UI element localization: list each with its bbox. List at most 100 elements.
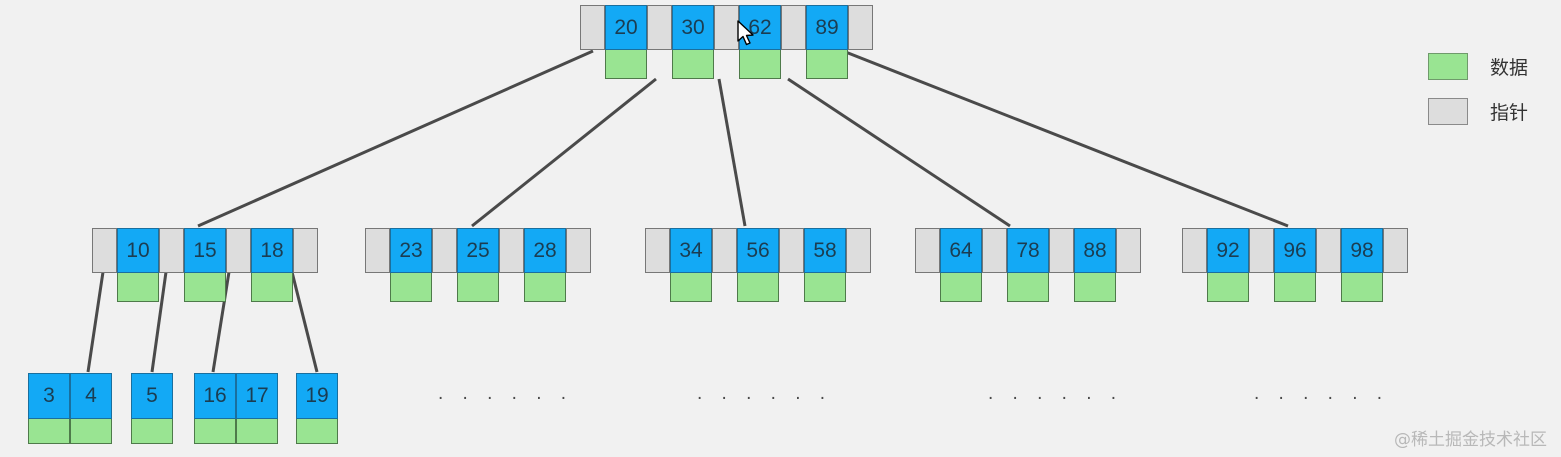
pointer-cell[interactable] — [1116, 228, 1141, 273]
node5-pointer-slot-1[interactable] — [1249, 228, 1274, 302]
data-cell[interactable] — [804, 273, 846, 302]
leaf-node-1[interactable]: 3 4 — [28, 373, 112, 444]
leaf-node-4[interactable]: 19 — [296, 373, 338, 444]
root-key-slot-3[interactable]: 89 — [806, 5, 848, 79]
leaf3-slot-1[interactable]: 17 — [236, 373, 278, 444]
leaf2-slot-0[interactable]: 5 — [131, 373, 173, 444]
key-cell[interactable]: 58 — [804, 228, 846, 273]
node3-key-slot-0[interactable]: 34 — [670, 228, 712, 302]
pointer-cell[interactable] — [915, 228, 940, 273]
key-cell[interactable]: 19 — [296, 373, 338, 419]
node5-pointer-slot-0[interactable] — [1182, 228, 1207, 302]
node5-key-slot-2[interactable]: 98 — [1341, 228, 1383, 302]
leaf-node-3[interactable]: 16 17 — [194, 373, 278, 444]
data-cell[interactable] — [806, 50, 848, 79]
data-cell[interactable] — [457, 273, 499, 302]
pointer-cell[interactable] — [781, 5, 806, 50]
node4-pointer-slot-3[interactable] — [1116, 228, 1141, 302]
node4-key-slot-1[interactable]: 78 — [1007, 228, 1049, 302]
key-cell[interactable]: 30 — [672, 5, 714, 50]
leaf1-slot-0[interactable]: 3 — [28, 373, 70, 444]
pointer-cell[interactable] — [1049, 228, 1074, 273]
node3-pointer-slot-3[interactable] — [846, 228, 871, 302]
data-cell[interactable] — [251, 273, 293, 302]
node2-key-slot-1[interactable]: 25 — [457, 228, 499, 302]
pointer-cell[interactable] — [1316, 228, 1341, 273]
key-cell[interactable]: 5 — [131, 373, 173, 419]
pointer-cell[interactable] — [499, 228, 524, 273]
data-cell[interactable] — [739, 50, 781, 79]
pointer-cell[interactable] — [982, 228, 1007, 273]
node3-pointer-slot-1[interactable] — [712, 228, 737, 302]
pointer-cell[interactable] — [645, 228, 670, 273]
data-cell[interactable] — [1274, 273, 1316, 302]
pointer-cell[interactable] — [92, 228, 117, 273]
key-cell[interactable]: 3 — [28, 373, 70, 419]
node1-key-slot-0[interactable]: 10 — [117, 228, 159, 302]
node2-key-slot-0[interactable]: 23 — [390, 228, 432, 302]
node4-pointer-slot-1[interactable] — [982, 228, 1007, 302]
node2-pointer-slot-0[interactable] — [365, 228, 390, 302]
node1-key-slot-2[interactable]: 18 — [251, 228, 293, 302]
data-cell[interactable] — [131, 419, 173, 444]
pointer-cell[interactable] — [647, 5, 672, 50]
pointer-cell[interactable] — [1383, 228, 1408, 273]
node4-pointer-slot-0[interactable] — [915, 228, 940, 302]
root-pointer-slot-0[interactable] — [580, 5, 605, 79]
key-cell[interactable]: 96 — [1274, 228, 1316, 273]
pointer-cell[interactable] — [226, 228, 251, 273]
data-cell[interactable] — [1341, 273, 1383, 302]
internal-node-1[interactable]: 10 15 18 — [92, 228, 318, 302]
key-cell[interactable]: 4 — [70, 373, 112, 419]
root-key-slot-2[interactable]: 62 — [739, 5, 781, 79]
data-cell[interactable] — [672, 50, 714, 79]
key-cell[interactable]: 25 — [457, 228, 499, 273]
data-cell[interactable] — [605, 50, 647, 79]
key-cell[interactable]: 88 — [1074, 228, 1116, 273]
data-cell[interactable] — [737, 273, 779, 302]
root-pointer-slot-4[interactable] — [848, 5, 873, 79]
data-cell[interactable] — [1007, 273, 1049, 302]
node4-pointer-slot-2[interactable] — [1049, 228, 1074, 302]
root-key-slot-0[interactable]: 20 — [605, 5, 647, 79]
root-pointer-slot-3[interactable] — [781, 5, 806, 79]
leaf4-slot-0[interactable]: 19 — [296, 373, 338, 444]
pointer-cell[interactable] — [159, 228, 184, 273]
node3-pointer-slot-2[interactable] — [779, 228, 804, 302]
pointer-cell[interactable] — [848, 5, 873, 50]
key-cell[interactable]: 10 — [117, 228, 159, 273]
node2-pointer-slot-2[interactable] — [499, 228, 524, 302]
data-cell[interactable] — [28, 419, 70, 444]
pointer-cell[interactable] — [779, 228, 804, 273]
key-cell[interactable]: 17 — [236, 373, 278, 419]
internal-node-4[interactable]: 64 78 88 — [915, 228, 1141, 302]
node2-pointer-slot-1[interactable] — [432, 228, 457, 302]
key-cell[interactable]: 98 — [1341, 228, 1383, 273]
data-cell[interactable] — [296, 419, 338, 444]
node1-pointer-slot-1[interactable] — [159, 228, 184, 302]
root-key-slot-1[interactable]: 30 — [672, 5, 714, 79]
pointer-cell[interactable] — [712, 228, 737, 273]
data-cell[interactable] — [184, 273, 226, 302]
pointer-cell[interactable] — [566, 228, 591, 273]
data-cell[interactable] — [117, 273, 159, 302]
node5-pointer-slot-3[interactable] — [1383, 228, 1408, 302]
key-cell[interactable]: 89 — [806, 5, 848, 50]
leaf3-slot-0[interactable]: 16 — [194, 373, 236, 444]
key-cell[interactable]: 15 — [184, 228, 226, 273]
node1-pointer-slot-2[interactable] — [226, 228, 251, 302]
key-cell[interactable]: 62 — [739, 5, 781, 50]
node5-pointer-slot-2[interactable] — [1316, 228, 1341, 302]
data-cell[interactable] — [1207, 273, 1249, 302]
leaf-node-2[interactable]: 5 — [131, 373, 173, 444]
key-cell[interactable]: 64 — [940, 228, 982, 273]
node5-key-slot-0[interactable]: 92 — [1207, 228, 1249, 302]
root-pointer-slot-1[interactable] — [647, 5, 672, 79]
key-cell[interactable]: 56 — [737, 228, 779, 273]
data-cell[interactable] — [524, 273, 566, 302]
internal-node-5[interactable]: 92 96 98 — [1182, 228, 1408, 302]
pointer-cell[interactable] — [1249, 228, 1274, 273]
internal-node-3[interactable]: 34 56 58 — [645, 228, 871, 302]
node1-pointer-slot-0[interactable] — [92, 228, 117, 302]
leaf1-slot-1[interactable]: 4 — [70, 373, 112, 444]
